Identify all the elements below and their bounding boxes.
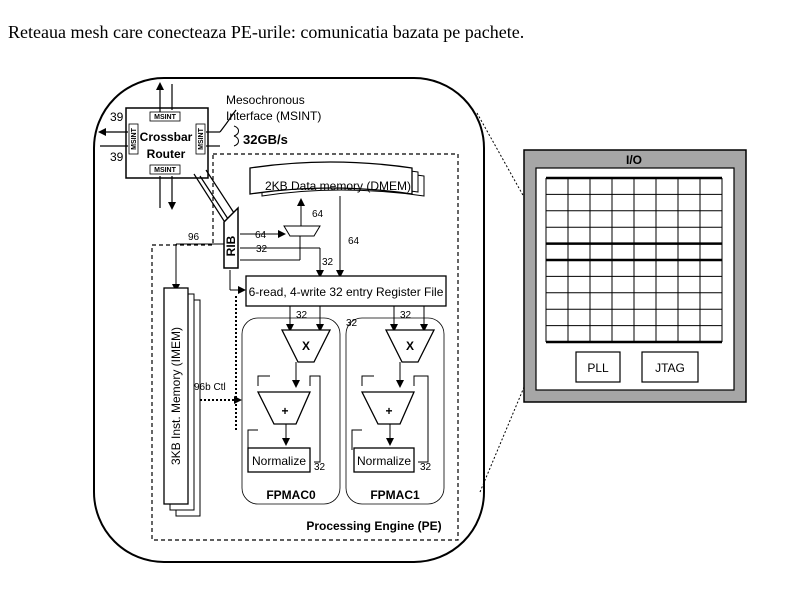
width-64-rib: 64 — [255, 230, 267, 241]
router-left-width-top: 39 — [110, 110, 124, 124]
imem-label: 3KB Inst. Memory (IMEM) — [169, 327, 183, 465]
pe-region — [151, 153, 459, 541]
fpmac0-add: + — [281, 404, 288, 418]
jtag-label: JTAG — [655, 361, 685, 375]
crossbar-router: MSINT MSINT MSINT MSINT Crossbar Router — [125, 107, 209, 179]
io-block: I/O PLL JTAG — [523, 149, 747, 403]
fpmac0-name: FPMAC0 — [266, 488, 316, 502]
zoom-line-bottom — [479, 329, 549, 493]
fpmac0-mul: X — [302, 339, 310, 353]
width-32-fp1b: 32 — [420, 462, 432, 473]
msint-label-line1: Mesochronous — [226, 93, 305, 107]
dmem-block: 2KB Data memory (DMEM) — [249, 161, 425, 197]
dmem-mux — [283, 225, 321, 237]
bandwidth-label: 32GB/s — [243, 132, 288, 147]
msint-port-left: MSINT — [131, 127, 138, 150]
rib-label: RIB — [224, 235, 238, 256]
caption: Reteaua mesh care conecteaza PE-urile: c… — [8, 22, 525, 42]
router-left-width-bottom: 39 — [110, 150, 124, 164]
width-32-rib: 32 — [256, 244, 268, 255]
register-file: 6-read, 4-write 32 entry Register File — [245, 275, 447, 307]
msint-label-line2: Interface (MSINT) — [226, 109, 321, 123]
fpmac1: X + Normalize FPMAC1 — [345, 306, 445, 505]
width-96-imem: 96 — [188, 232, 200, 243]
dmem-label: 2KB Data memory (DMEM) — [265, 179, 411, 193]
msint-port-top: MSINT — [154, 114, 177, 121]
tile-outline — [93, 77, 485, 563]
width-32-fp1a: 32 — [400, 310, 412, 321]
router-title-line1: Crossbar — [140, 130, 193, 144]
fpmac1-add: + — [385, 404, 392, 418]
fpmac0-normalize: Normalize — [252, 454, 306, 468]
router-links — [98, 82, 237, 210]
pll-label: PLL — [587, 361, 609, 375]
router-rib-link — [193, 169, 237, 225]
fpmac1-name: FPMAC1 — [370, 488, 420, 502]
pe-label: Processing Engine (PE) — [306, 519, 441, 533]
io-grid — [545, 176, 723, 344]
msint-port-right: MSINT — [198, 127, 205, 150]
datapath-wires — [172, 196, 344, 294]
width-64-dmem: 64 — [312, 209, 324, 220]
rib-block: RIB — [223, 206, 239, 269]
fpmac1-mul: X — [406, 339, 414, 353]
io-title: I/O — [626, 153, 642, 167]
router-title-line2: Router — [147, 147, 186, 161]
width-32-mux: 32 — [322, 257, 334, 268]
fpmac1-normalize: Normalize — [357, 454, 411, 468]
regfile-label: 6-read, 4-write 32 entry Register File — [249, 285, 444, 299]
imem-block: 3KB Inst. Memory (IMEM) — [163, 287, 201, 517]
width-32-fp1c: 32 — [346, 318, 358, 329]
width-32-fp0b: 32 — [314, 462, 326, 473]
width-64-regfile: 64 — [348, 236, 360, 247]
fpmac0: X + Normalize FPMAC0 — [241, 306, 341, 505]
ctl-label: 96b Ctl — [194, 382, 226, 393]
msint-port-bottom: MSINT — [154, 167, 177, 174]
width-32-fp0a: 32 — [296, 310, 308, 321]
